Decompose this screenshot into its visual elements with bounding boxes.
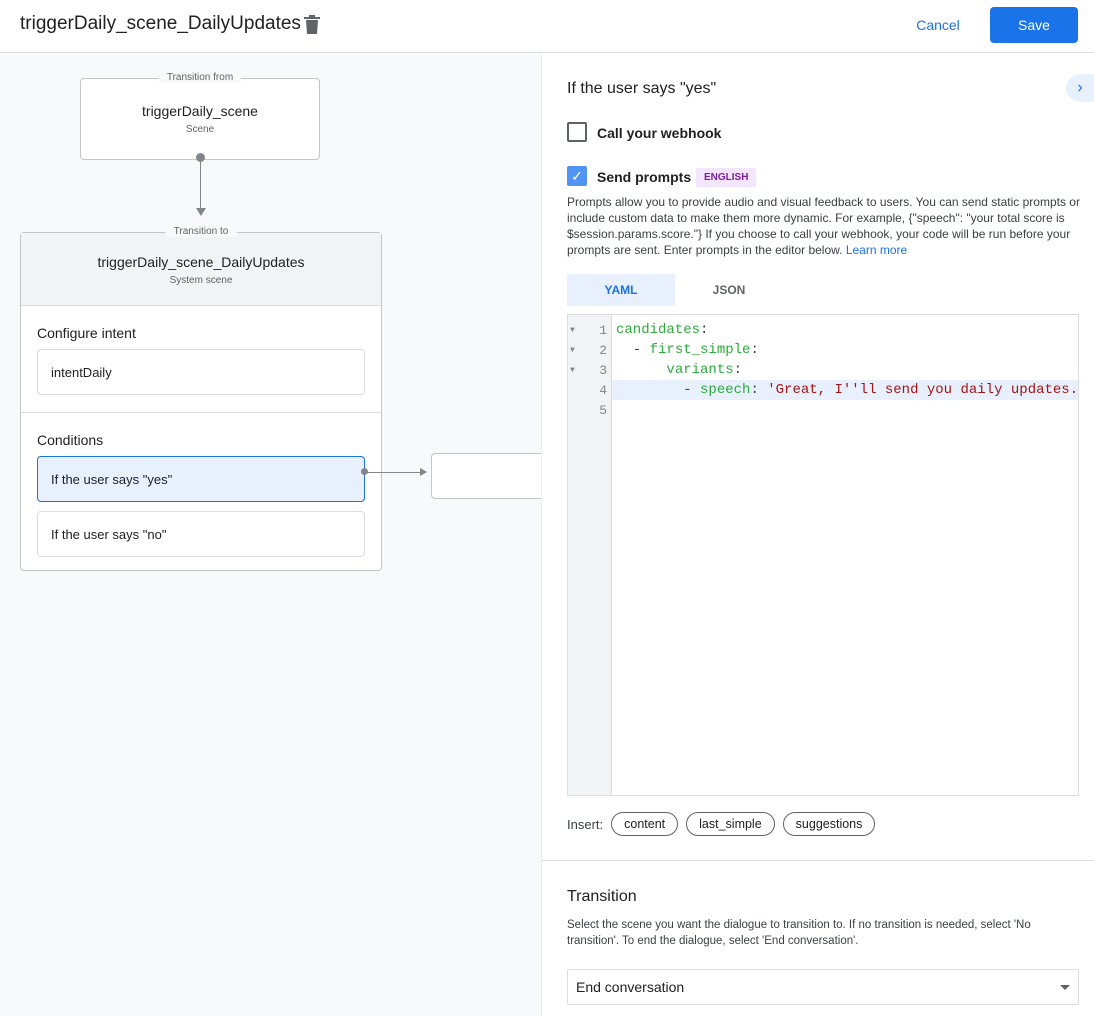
line-number: ▼3 <box>570 362 607 378</box>
language-badge: ENGLISH <box>696 168 757 187</box>
transition-select[interactable]: End conversation <box>567 969 1079 1005</box>
transition-to-legend: Transition to <box>165 226 237 237</box>
chevron-right-icon: › <box>1077 79 1083 96</box>
transition-heading: Transition <box>567 888 637 905</box>
line-number: ▼2 <box>570 342 607 358</box>
insert-label: Insert: <box>567 816 604 832</box>
fold-icon[interactable]: ▼ <box>570 325 575 335</box>
cancel-button[interactable]: Cancel <box>904 8 972 42</box>
code-line: variants: <box>666 362 743 378</box>
connector-line <box>200 158 201 210</box>
code-line: candidates: <box>616 322 709 338</box>
from-scene-type: Scene <box>185 124 215 135</box>
to-scene-header[interactable]: Transition to triggerDaily_scene_DailyUp… <box>21 226 381 306</box>
line-number: 4 <box>599 382 607 398</box>
divider <box>542 860 1094 861</box>
fold-icon[interactable]: ▼ <box>570 345 575 355</box>
check-icon: ✓ <box>571 167 583 184</box>
transition-to-node: Transition to triggerDaily_scene_DailyUp… <box>20 226 382 571</box>
to-scene-name: triggerDaily_scene_DailyUpdates <box>97 254 305 270</box>
line-gutter: ▼1 ▼2 ▼3 4 5 <box>568 315 612 795</box>
code-line: - first_simple: <box>616 342 759 358</box>
transition-from-legend: Transition from <box>158 72 242 83</box>
tab-yaml[interactable]: YAML <box>567 274 675 306</box>
page-title: triggerDaily_scene_DailyUpdates <box>20 13 301 34</box>
prompts-description: Prompts allow you to provide audio and v… <box>567 194 1082 258</box>
intent-item[interactable]: intentDaily <box>37 349 365 395</box>
send-prompts-checkbox[interactable]: ✓ <box>567 166 587 186</box>
top-bar: triggerDaily_scene_DailyUpdates Cancel S… <box>0 0 1094 53</box>
arrow-down-icon <box>196 208 206 216</box>
code-line-active: - speech: 'Great, I''ll send you daily u… <box>612 380 1078 400</box>
configure-intent-section: Configure intent intentDaily <box>21 306 381 413</box>
prompts-description-text: Prompts allow you to provide audio and v… <box>567 195 1080 257</box>
trash-icon[interactable] <box>304 15 320 34</box>
fold-icon[interactable]: ▼ <box>570 365 575 375</box>
line-number: ▼1 <box>570 322 607 338</box>
webhook-checkbox[interactable] <box>567 122 587 142</box>
connector-line <box>364 472 424 473</box>
dropdown-caret-icon <box>1060 985 1070 990</box>
condition-panel: › If the user says "yes" Call your webho… <box>541 54 1094 1016</box>
save-button[interactable]: Save <box>990 7 1078 43</box>
tab-json[interactable]: JSON <box>712 283 746 297</box>
webhook-label: Call your webhook <box>597 125 722 141</box>
insert-row: Insert: content last_simple suggestions <box>567 812 876 836</box>
insert-suggestions-chip[interactable]: suggestions <box>782 812 876 836</box>
conditions-heading: Conditions <box>37 432 104 448</box>
transition-selected-value: End conversation <box>576 979 685 995</box>
connector-dot <box>361 468 368 475</box>
configure-intent-heading: Configure intent <box>37 325 136 341</box>
insert-content-chip[interactable]: content <box>611 812 679 836</box>
to-scene-type: System scene <box>169 275 233 286</box>
code-line <box>612 400 1078 420</box>
code-lines[interactable]: candidates: - first_simple: variants: - … <box>612 320 1078 420</box>
flow-canvas[interactable]: Transition from triggerDaily_scene Scene… <box>0 54 541 1016</box>
collapse-panel-button[interactable]: › <box>1066 74 1094 102</box>
transition-description: Select the scene you want the dialogue t… <box>567 919 1031 947</box>
arrow-right-icon <box>420 468 427 476</box>
target-scene-node[interactable] <box>431 453 541 499</box>
send-prompts-label: Send prompts <box>597 169 692 185</box>
from-scene-name: triggerDaily_scene <box>142 103 258 119</box>
format-tabs: YAML JSON <box>567 274 783 306</box>
panel-title: If the user says "yes" <box>567 80 717 97</box>
condition-yes[interactable]: If the user says "yes" <box>37 456 365 502</box>
learn-more-link[interactable]: Learn more <box>845 243 908 257</box>
transition-from-node[interactable]: Transition from triggerDaily_scene Scene <box>80 72 320 160</box>
line-number: 5 <box>599 402 607 418</box>
code-editor[interactable]: ▼1 ▼2 ▼3 4 5 candidates: - first_simple:… <box>567 314 1079 796</box>
connector-dot <box>196 153 205 162</box>
conditions-section: Conditions If the user says "yes" If the… <box>21 413 381 557</box>
condition-no[interactable]: If the user says "no" <box>37 511 365 557</box>
insert-last-simple-chip[interactable]: last_simple <box>686 812 775 836</box>
